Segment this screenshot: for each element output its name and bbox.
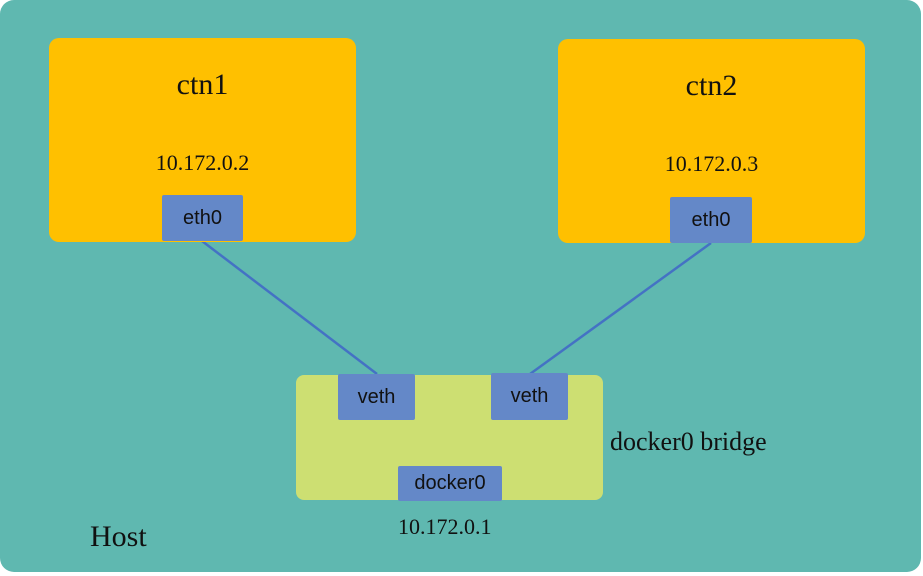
veth-interface: veth — [491, 373, 568, 420]
container-ip: 10.172.0.2 — [155, 150, 250, 175]
container-name: ctn1 — [176, 68, 229, 101]
container-ip: 10.172.0.3 — [664, 151, 759, 176]
veth-interface: veth — [338, 374, 415, 420]
bridge-ip: 10.172.0.1 — [398, 514, 492, 539]
eth0-interface: eth0 — [670, 197, 752, 243]
eth0-interface: eth0 — [162, 195, 243, 241]
container-name: ctn2 — [685, 69, 738, 102]
host-label: Host — [90, 520, 147, 553]
docker0-interface: docker0 — [398, 466, 502, 501]
bridge-label: docker0 bridge — [610, 427, 767, 456]
